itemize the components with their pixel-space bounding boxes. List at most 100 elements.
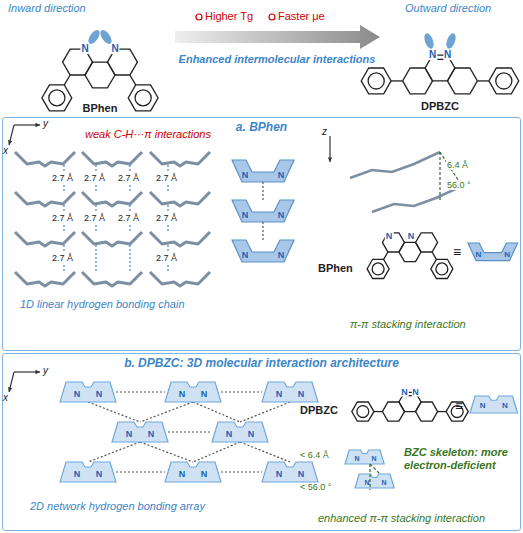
interaction-line [262,222,263,240]
annotation-label: 2.7 Å [117,213,140,223]
bond [432,252,436,259]
annotation-label: 2.7 Å [155,173,178,183]
molecule-shape [470,396,518,413]
packed-molecule [15,192,75,206]
ring [403,68,433,94]
molecule-shape [262,382,318,402]
annotation-label: Inward direction [8,2,86,15]
interaction-line [88,442,140,462]
atom-label: N [371,455,376,462]
interaction-line [116,471,165,472]
annotation-label: z [322,126,327,138]
atom-label: N [96,470,103,479]
annotation-label: 2.7 Å [155,253,178,263]
annotation-label: ≡ [455,398,463,414]
panel-band: a. BPhen [2,117,521,351]
molecule-shape [232,160,294,182]
annotation-label: Enhanced intermolecular interactions [179,53,376,66]
atom-label: N [242,251,249,260]
axis-head [328,157,332,162]
annotation-label: < 6.4 Å [300,450,329,460]
annotation-label: weak C-H···π interactions [85,128,211,141]
bullet-circle [196,14,202,20]
bond [130,75,136,85]
annotation-label: Outward direction [405,2,491,15]
aromatic-circle [368,73,384,89]
atom-label: N [148,430,155,439]
atom-label: N [242,171,249,180]
molecule-shape [262,462,318,482]
atom-label: N [504,251,510,259]
ring [352,402,374,421]
packed-molecule [150,232,210,246]
interaction-line [221,391,262,392]
annotation-label: 2.7 Å [83,213,106,223]
ring [367,259,389,278]
annotation-label: 1D linear hydrogen bonding chain [20,298,185,311]
interaction-line [116,391,165,392]
panel-title: b. DPBZC: 3D molecular interaction archi… [3,356,520,370]
atom-label: N [502,402,508,410]
atom-label: N [298,470,305,479]
packed-molecule [82,232,142,246]
atom-label: N [443,50,452,60]
molecule-shape [232,200,294,222]
interaction-line [439,152,440,200]
packed-molecule [15,152,75,166]
packed-molecule [150,152,210,166]
aromatic-circle [372,263,384,275]
atom-label: N [110,44,119,54]
atom-label: N [179,390,186,399]
ring [416,402,438,421]
atom-label: N [278,211,285,220]
interaction-line [193,442,240,462]
annotation-label: 56.0 ° [446,180,472,190]
molecule-shape [60,382,116,402]
molecule-shape [212,422,268,442]
molecule-shape [165,462,221,482]
atom-label: N [276,390,283,399]
atom-label: N [226,430,233,439]
annotation-label: BPhen [318,262,353,275]
interaction-line [140,402,193,422]
atom-label: N [476,251,482,259]
ring [42,85,72,111]
interaction-line [240,402,290,422]
molecule-shape [165,382,221,402]
molecule-structure [361,55,519,94]
packed-molecule [150,192,210,206]
atom-label: N [126,430,133,439]
bond [64,75,70,85]
molecule-shape [355,474,394,488]
atom-label: N [400,388,409,397]
annotation-label: Higher Tg [205,10,253,23]
annotation-label: 2D network hydrogen bonding array [30,500,205,513]
interaction-line [369,464,370,490]
annotation-label: DPBZC [300,404,338,417]
aromatic-circle [496,73,512,89]
atom-label: N [74,470,81,479]
bond [391,80,403,81]
panel-title: a. BPhen [3,120,520,134]
atom-label: N [248,430,255,439]
molecule-shape [468,243,518,261]
atom-label: N [411,388,420,397]
annotation-label: Faster μe [278,10,325,23]
atom-label: N [428,50,437,60]
ring [416,233,438,252]
atom-label: N [381,479,386,486]
interaction-line [95,245,96,273]
aromatic-circle [135,90,151,106]
annotation-label: x [3,145,8,157]
annotation-label: x [3,392,8,404]
axis-head [35,370,40,374]
packed-molecule [82,272,142,286]
annotation-label: π-π stacking interaction [350,318,466,331]
annotation-label: 2.7 Å [117,173,140,183]
packed-molecule [82,192,142,206]
bond [374,411,383,412]
annotation-label: BZC skeleton: more electron-deficient [404,446,516,471]
atom-label: N [385,232,394,241]
atom-label: N [179,470,186,479]
atom-label: N [242,211,249,220]
